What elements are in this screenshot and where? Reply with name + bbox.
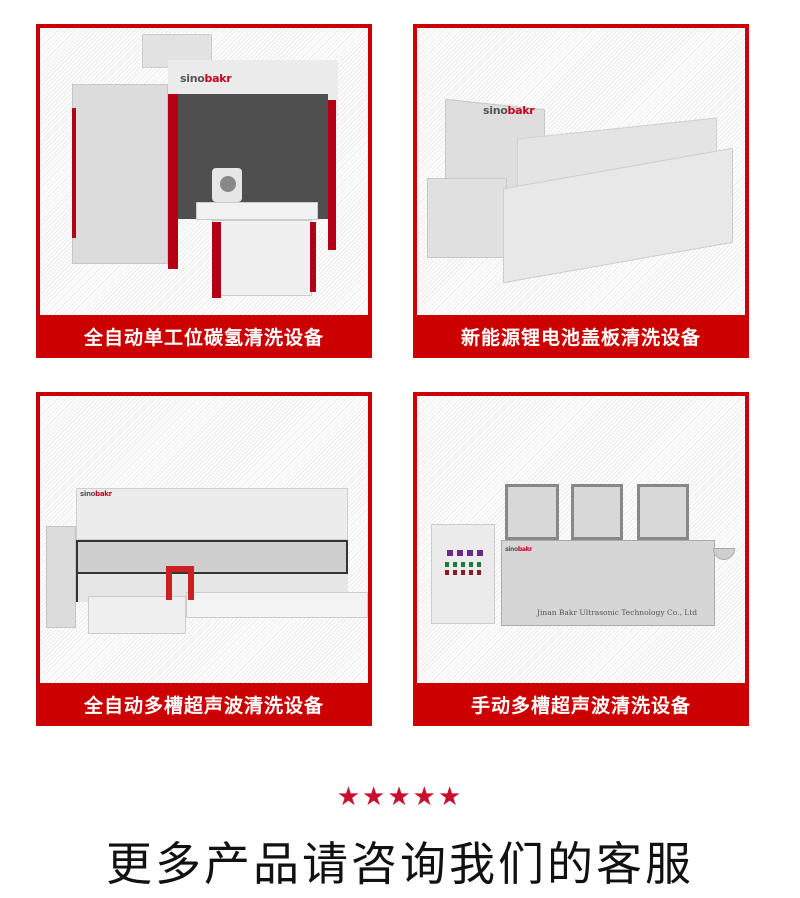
- product-caption[interactable]: 新能源锂电池盖板清洗设备: [460, 327, 701, 349]
- brand-logo: sinobakr: [505, 546, 532, 553]
- product-caption[interactable]: 全自动单工位碳氢清洗设备: [83, 327, 324, 349]
- company-watermark: Jinan Bakr Ultrasonic Technology Co., Lt…: [537, 608, 698, 617]
- five-star-rating-icon: ★★★★★: [336, 782, 464, 812]
- product-image[interactable]: sinobakr: [40, 396, 368, 683]
- brand-logo: sinobakr: [80, 490, 112, 498]
- brand-logo: sinobakr: [180, 72, 232, 85]
- product-caption[interactable]: 全自动多槽超声波清洗设备: [83, 695, 324, 717]
- product-card-auto-ultrasonic-cleaner[interactable]: sinobakr 全自动多槽超声波清洗设备: [36, 392, 372, 726]
- product-card-manual-ultrasonic-cleaner[interactable]: sinobakr Jinan Bakr Ultrasonic Technolog…: [413, 392, 749, 726]
- product-image[interactable]: sinobakr: [417, 28, 745, 315]
- product-caption[interactable]: 手动多槽超声波清洗设备: [470, 695, 691, 717]
- machine-illustration: sinobakr: [40, 396, 368, 683]
- product-image[interactable]: sinobakr: [40, 28, 368, 315]
- machine-illustration: sinobakr: [40, 28, 368, 315]
- product-image[interactable]: sinobakr Jinan Bakr Ultrasonic Technolog…: [417, 396, 745, 683]
- product-card-battery-cover-cleaner[interactable]: sinobakr 新能源锂电池盖板清洗设备: [413, 24, 749, 358]
- product-card-hydrocarbon-cleaner[interactable]: sinobakr 全自动单工位碳氢清洗设备: [36, 24, 372, 358]
- contact-customer-service-heading: 更多产品请咨询我们的客服: [106, 837, 694, 891]
- machine-illustration: sinobakr Jinan Bakr Ultrasonic Technolog…: [417, 396, 745, 683]
- machine-illustration: sinobakr: [417, 28, 745, 315]
- brand-logo: sinobakr: [483, 104, 535, 117]
